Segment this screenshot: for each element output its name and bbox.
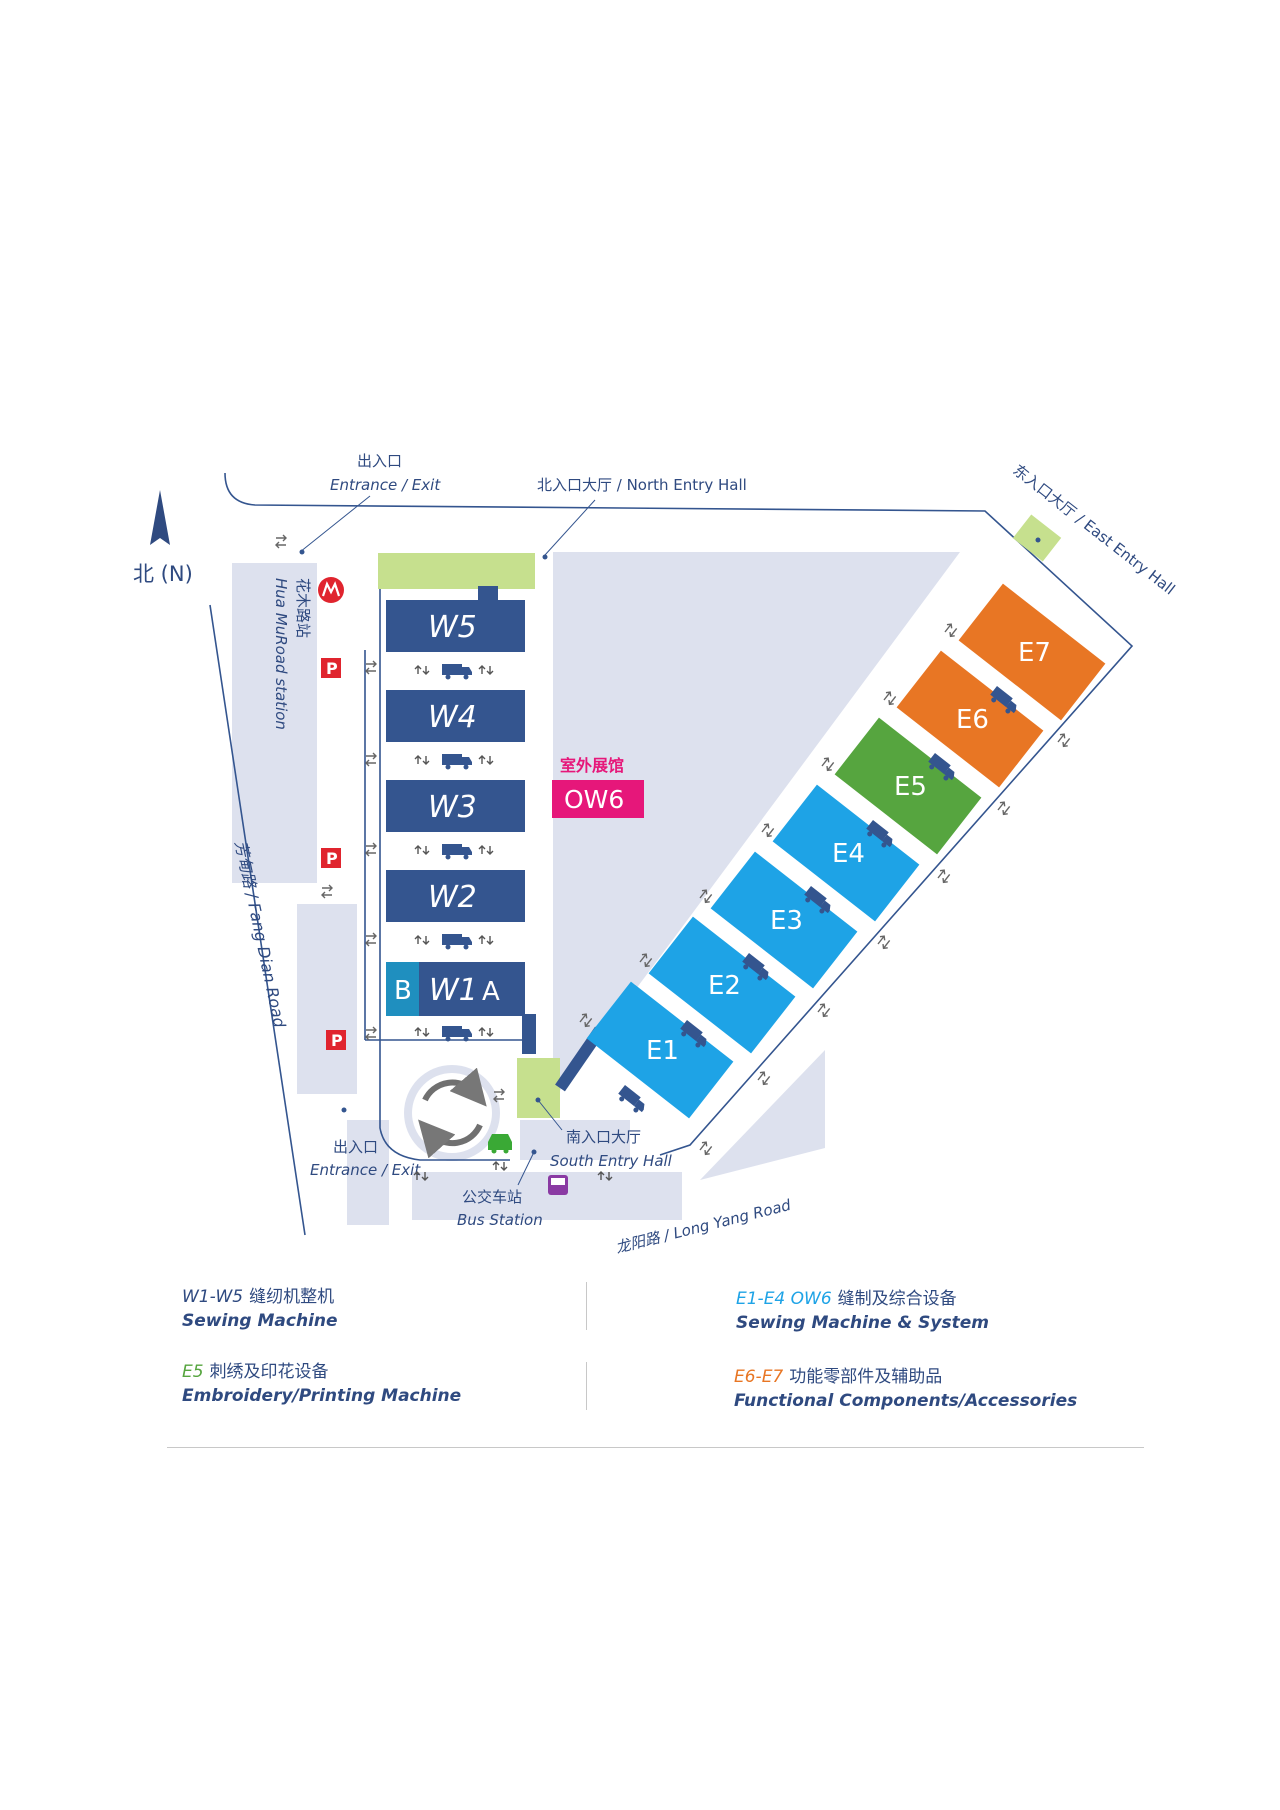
east-hall-dot <box>1035 537 1041 543</box>
truck-icon <box>442 844 472 860</box>
entrance-dot <box>299 549 305 555</box>
truck-icon <box>442 664 472 680</box>
hall-e4-label: E4 <box>832 839 865 869</box>
hall-w4-label: W4 <box>428 700 477 735</box>
entrance-bottom-zh: 出入口 <box>333 1138 378 1156</box>
entry-arrows-icon <box>275 534 287 549</box>
legend-divider <box>586 1282 587 1330</box>
hall-w1-a-label: A <box>482 977 500 1007</box>
parking-icon: P <box>321 848 341 868</box>
hall-w5 <box>386 600 525 652</box>
connector <box>522 1014 536 1054</box>
hall-e1-label: E1 <box>646 1036 679 1066</box>
car-icon <box>488 1134 512 1154</box>
hall-w2 <box>386 870 525 922</box>
truck-icon <box>442 1026 472 1042</box>
outdoor-hall-zh: 室外展馆 <box>560 756 624 775</box>
roundabout-icon <box>412 1067 492 1159</box>
hall-w5-label: W5 <box>428 610 477 645</box>
hall-e2-label: E2 <box>708 971 741 1001</box>
hall-e4 <box>772 784 920 922</box>
hall-w3 <box>386 780 525 832</box>
hall-w3-label: W3 <box>428 790 477 825</box>
hall-ow6-label: OW6 <box>564 785 624 814</box>
hall-w1-b <box>386 962 419 1016</box>
bottom-rule <box>167 1447 1144 1448</box>
metro-icon <box>318 577 344 603</box>
ground <box>232 552 960 1225</box>
entrance-top-zh: 出入口 <box>357 452 402 470</box>
hall-e5-label: E5 <box>894 772 927 802</box>
entrance-bottom-en: Entrance / Exit <box>310 1161 421 1179</box>
hall-e1 <box>586 981 734 1119</box>
bus-station-zh: 公交车站 <box>462 1188 522 1206</box>
svg-text:P: P <box>331 1031 343 1050</box>
hall-w1-label: W1 <box>429 973 478 1008</box>
station-name-en: Hua MuRoad station <box>272 578 290 730</box>
hall-e7 <box>958 583 1106 721</box>
entrance-dot <box>341 1107 347 1113</box>
north-hall-dot <box>542 554 548 560</box>
north-label: 北 (N) <box>133 562 193 586</box>
entry-arrows-icon <box>492 1161 508 1171</box>
north-arrow-icon <box>150 490 170 545</box>
station-name-zh: 花木路站 <box>294 578 312 638</box>
svg-text:P: P <box>326 849 338 868</box>
truck-icon <box>615 1085 649 1116</box>
hall-w4 <box>386 690 525 742</box>
north-entry-hall <box>378 553 535 589</box>
truck-icon <box>442 754 472 770</box>
hall-e5 <box>834 717 982 855</box>
north-entry-hall-label: 北入口大厅 / North Entry Hall <box>537 476 747 494</box>
west-halls: W5 W4 W3 W2 B W1 A <box>386 600 536 1054</box>
hall-e6-label: E6 <box>956 705 989 735</box>
connector <box>478 586 498 600</box>
entrance-top-en: Entrance / Exit <box>330 476 441 494</box>
hall-e7-label: E7 <box>1018 638 1051 668</box>
hall-w2-label: W2 <box>428 880 477 915</box>
road-outlines <box>209 472 1134 1236</box>
hall-e3-label: E3 <box>770 906 803 936</box>
south-entry-hall <box>517 1058 560 1118</box>
svg-text:P: P <box>326 659 338 678</box>
hall-e3 <box>710 851 858 989</box>
leader-line <box>544 499 596 556</box>
leader-line <box>537 1099 563 1131</box>
legend-divider <box>586 1362 587 1410</box>
truck-icon <box>442 934 472 950</box>
hall-ow6 <box>552 780 644 818</box>
hall-e6 <box>896 650 1044 788</box>
bus-station-en: Bus Station <box>457 1211 543 1229</box>
leader-line <box>517 1151 535 1186</box>
east-hall-blocks: E1 E2 E3 E4 E5 E6 E7 <box>586 583 1106 1119</box>
parking-icon: P <box>326 1030 346 1050</box>
south-entry-hall-zh: 南入口大厅 <box>566 1128 641 1146</box>
parking-icon: P <box>321 658 341 678</box>
south-entry-hall-en: South Entry Hall <box>550 1152 673 1170</box>
hall-e2 <box>648 916 796 1054</box>
leader-line <box>299 495 371 553</box>
bus-icon <box>548 1175 568 1195</box>
hall-w1-b-label: B <box>394 976 412 1006</box>
